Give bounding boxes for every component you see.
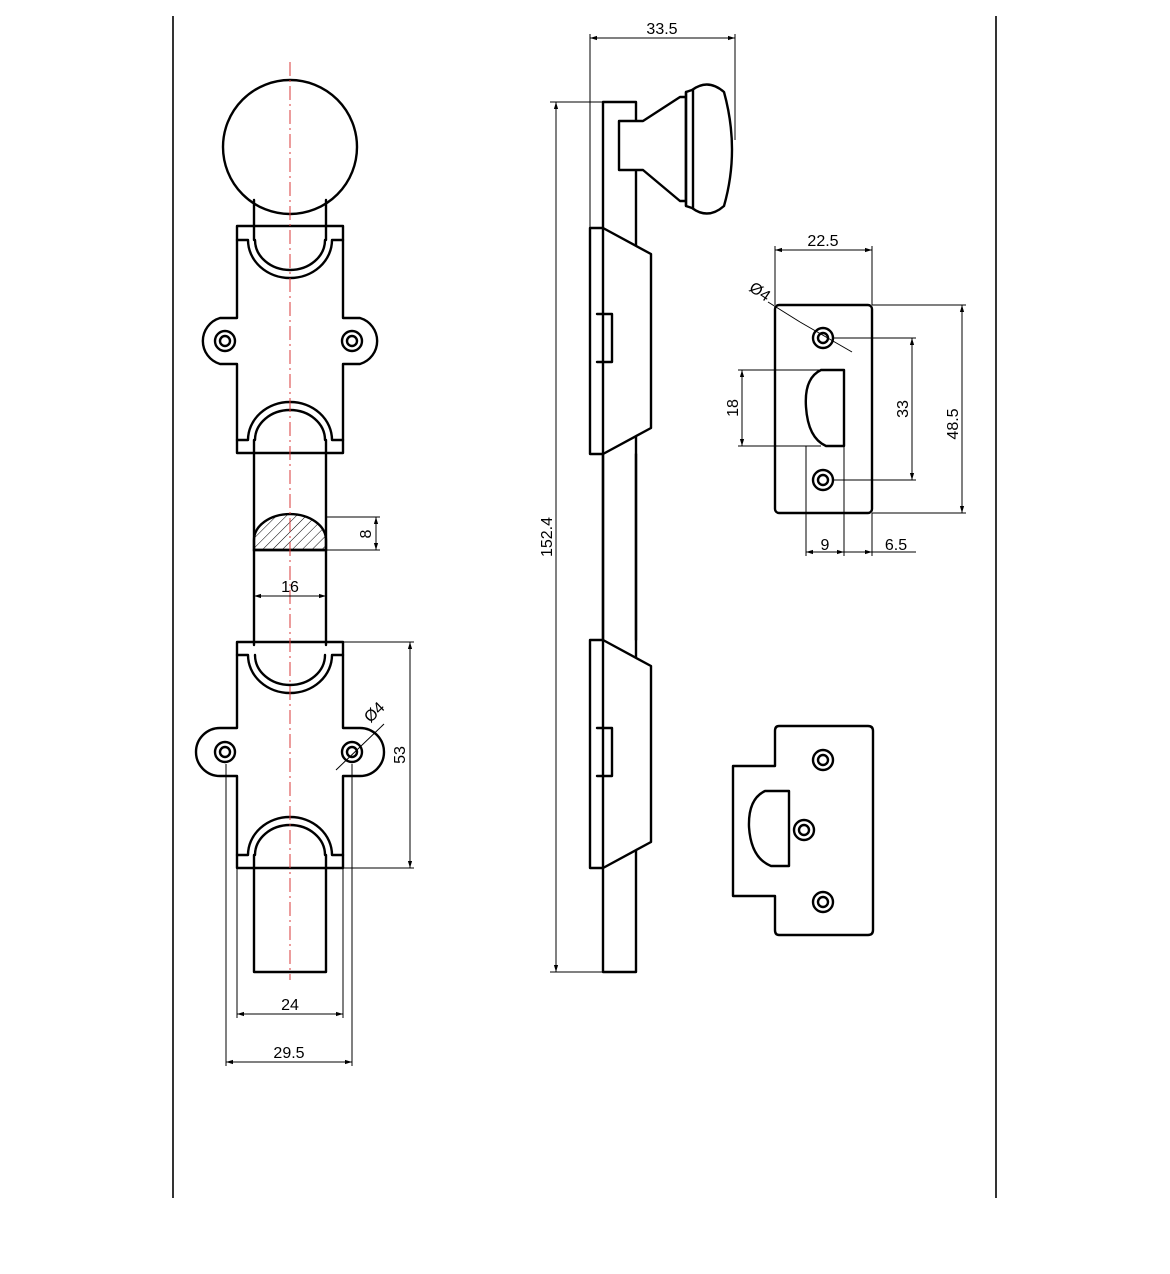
dim-keep-hole-spacing: 33 bbox=[895, 400, 912, 418]
dim-keep-edge-offset: 6.5 bbox=[885, 537, 907, 554]
upper-backplate bbox=[201, 224, 379, 455]
screw-hole-lower-right bbox=[340, 740, 364, 764]
upper-guide-top bbox=[235, 238, 345, 280]
dim-outer-width: 29.5 bbox=[273, 1045, 304, 1062]
knob-stem bbox=[252, 198, 328, 242]
dim-hole-diameter: Ø4 bbox=[361, 699, 388, 726]
side-upper-plate bbox=[588, 226, 653, 456]
flanged-keep-outline bbox=[731, 724, 875, 937]
keep-outline bbox=[773, 303, 874, 515]
dim-section-height: 8 bbox=[358, 529, 375, 538]
keep-plate: 22.5 Ø4 18 33 48.5 9 6.5 bbox=[725, 233, 966, 556]
bolt-section bbox=[252, 512, 328, 552]
keep-slot bbox=[804, 368, 846, 448]
flanged-keep-hole-top bbox=[811, 748, 835, 772]
side-view: 152.4 33.5 bbox=[539, 21, 736, 974]
flanged-keep-slot bbox=[747, 789, 791, 868]
flanged-keep-hole-middle bbox=[792, 818, 816, 842]
upper-guide-top-inner bbox=[253, 238, 327, 272]
dim-keep-slot-offset: 9 bbox=[821, 537, 830, 554]
dim-keep-height: 48.5 bbox=[945, 408, 962, 439]
dim-keep-slot-height: 18 bbox=[725, 399, 742, 417]
side-lower-plate bbox=[588, 638, 653, 870]
knob-side-head bbox=[684, 83, 734, 215]
screw-hole-upper-left bbox=[213, 329, 237, 353]
screw-hole-lower-left bbox=[213, 740, 237, 764]
dim-keep-hole-diameter: Ø4 bbox=[746, 279, 773, 305]
knob-side-stem bbox=[617, 95, 688, 203]
screw-hole-upper-right bbox=[340, 329, 364, 353]
dim-bolt-width: 16 bbox=[281, 579, 299, 596]
dim-hole-spacing: 53 bbox=[392, 746, 409, 764]
keep-hole-bottom bbox=[811, 468, 835, 492]
front-view: 16 8 53 Ø4 24 29.5 bbox=[194, 62, 414, 1066]
dim-inner-width: 24 bbox=[281, 997, 299, 1014]
dim-side-height: 152.4 bbox=[539, 517, 556, 557]
flanged-keep-hole-bottom bbox=[811, 890, 835, 914]
dim-keep-width: 22.5 bbox=[807, 233, 838, 250]
bolt-tail bbox=[252, 853, 328, 974]
flanged-keep bbox=[731, 724, 875, 937]
dim-side-depth: 33.5 bbox=[646, 21, 677, 38]
